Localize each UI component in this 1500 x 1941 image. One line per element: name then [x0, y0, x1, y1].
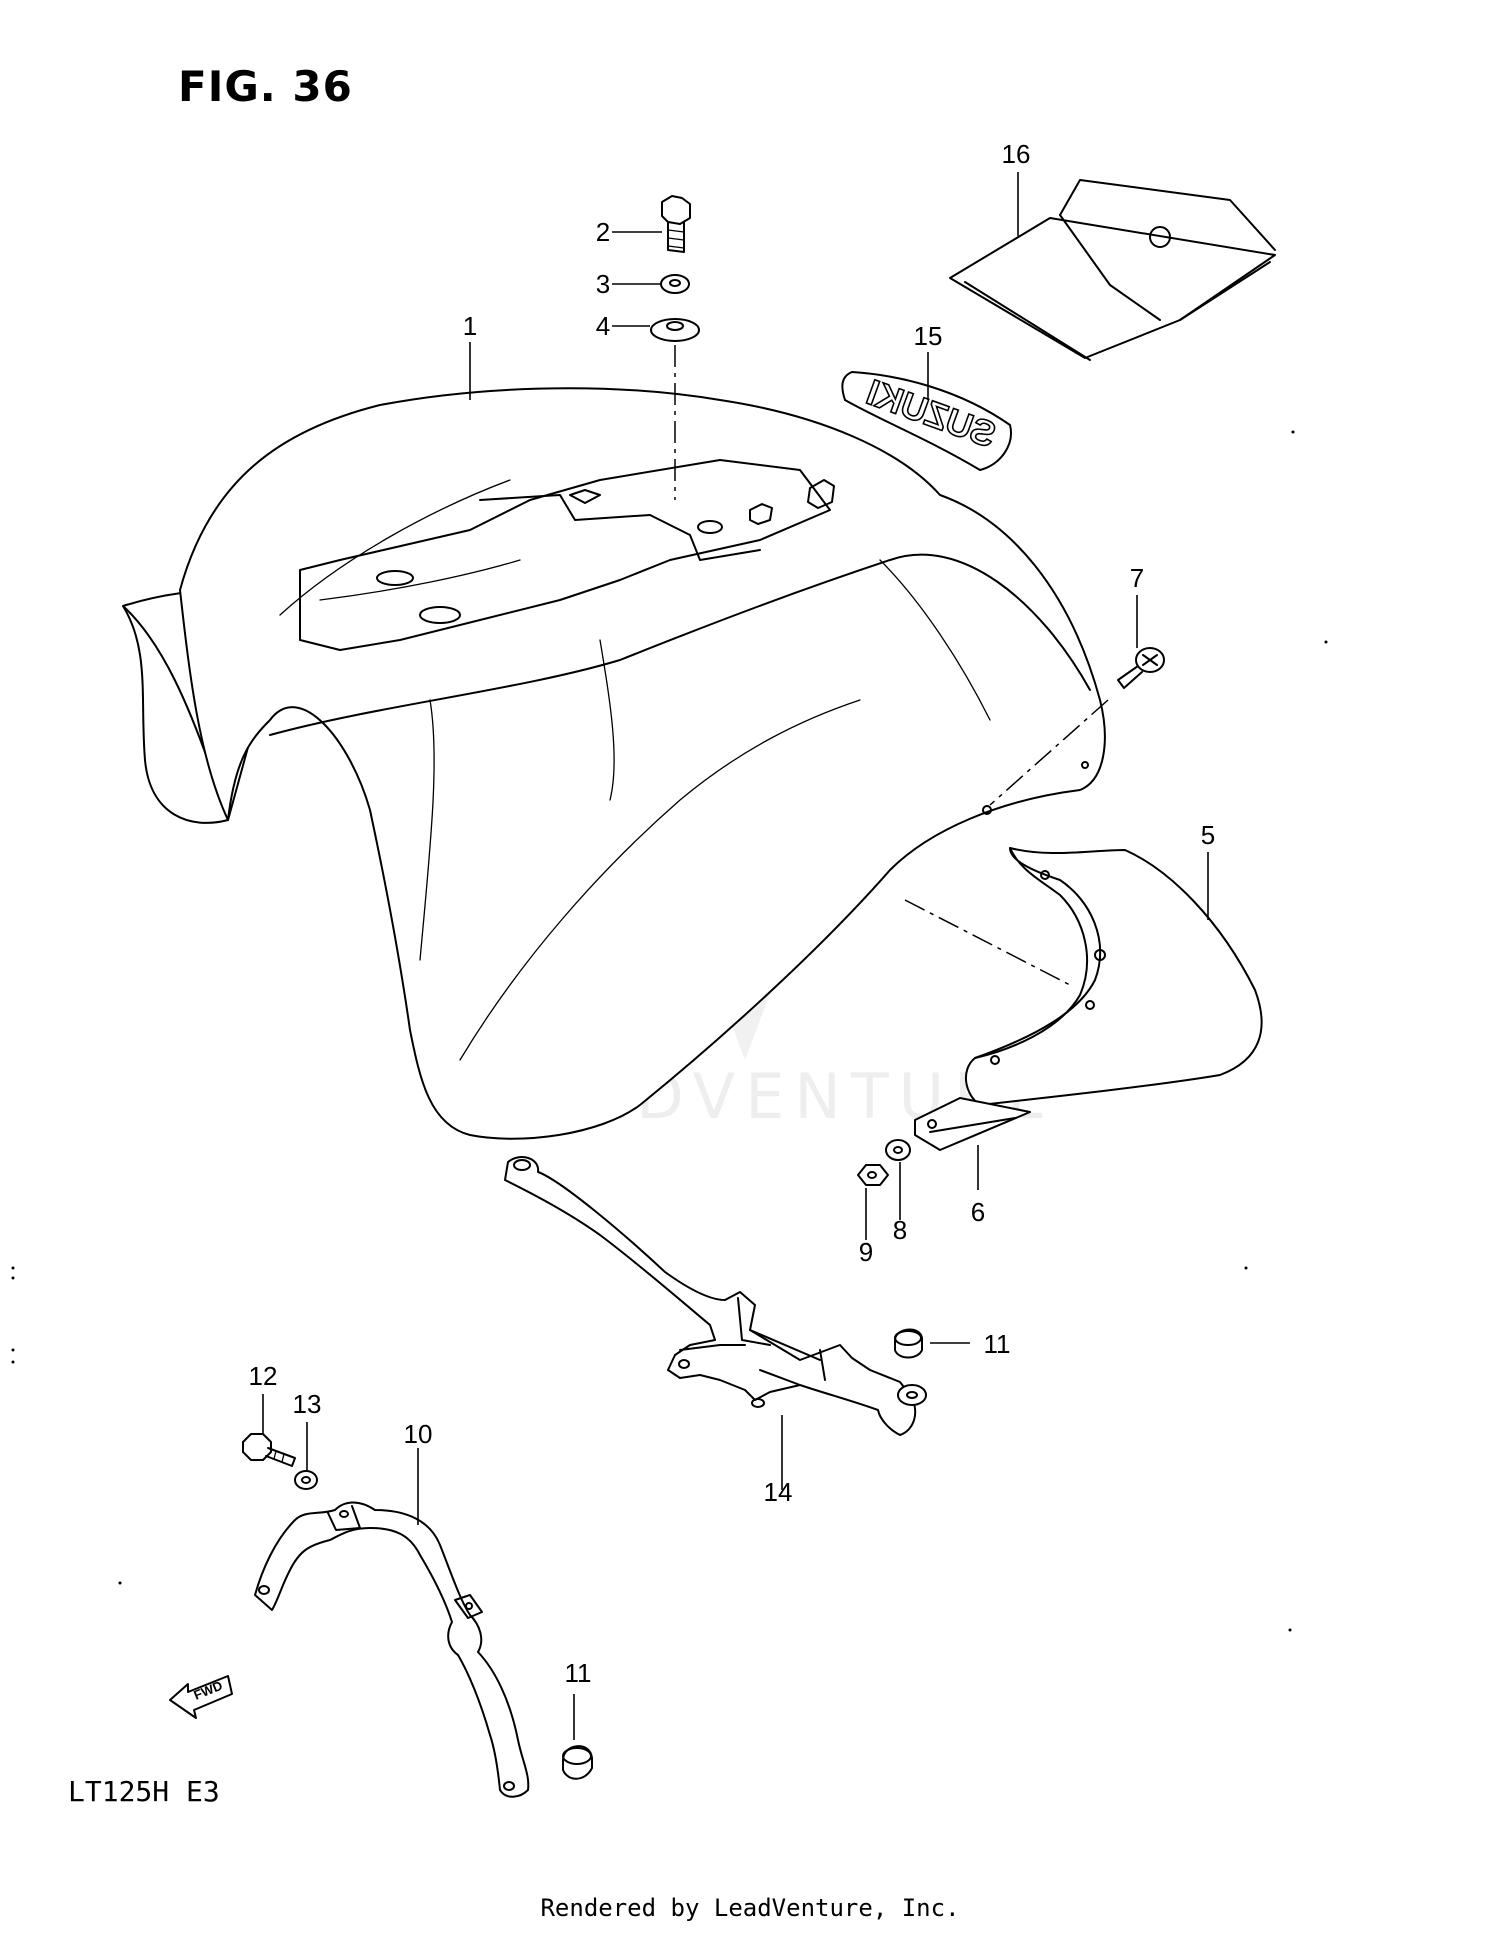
callout-12: 12 [248, 1361, 278, 1391]
part-4-damper [650, 318, 700, 342]
part-11-cap-lower [562, 1745, 593, 1780]
leader-lines [262, 172, 1209, 1740]
part-6-plate [914, 1097, 1031, 1151]
part-7-screw [1117, 647, 1165, 689]
callout-16: 16 [1001, 139, 1031, 169]
callout-10: 10 [403, 1419, 433, 1449]
callout-11-lower: 11 [564, 1658, 592, 1688]
model-code: LT125H E3 [68, 1775, 220, 1808]
part-8-washer [885, 1139, 911, 1161]
figure-title: FIG. 36 [178, 62, 353, 111]
part-14-bracket [504, 1156, 927, 1436]
callout-6: 6 [970, 1197, 986, 1227]
part-16-plate [949, 179, 1276, 361]
callout-9: 9 [858, 1237, 874, 1267]
callout-8: 8 [892, 1215, 908, 1245]
part-12-bolt [242, 1433, 296, 1467]
assembly-line-5 [904, 899, 1071, 986]
part-2-bolt [661, 195, 691, 253]
part-13-washer [294, 1470, 318, 1490]
part-9-nut [857, 1164, 889, 1186]
callout-13: 13 [292, 1389, 322, 1419]
part-5-mudflap [965, 847, 1263, 1106]
fwd-arrow-icon: FWD [169, 1675, 233, 1719]
callout-15: 15 [913, 321, 943, 351]
stray-marks [11, 430, 1328, 1632]
callout-7: 7 [1129, 563, 1145, 593]
part-3-washer [660, 274, 690, 294]
callout-5: 5 [1200, 820, 1216, 850]
rear-fender [122, 387, 1106, 1140]
part-10-stay [254, 1501, 530, 1798]
footer-credit: Rendered by LeadVenture, Inc. [540, 1894, 960, 1922]
callout-1: 1 [462, 311, 478, 341]
assembly-line-7 [989, 699, 1109, 806]
callout-3: 3 [595, 269, 611, 299]
callout-14: 14 [763, 1477, 793, 1507]
callout-2: 2 [595, 217, 611, 247]
callout-4: 4 [595, 311, 611, 341]
callout-11-upper: 11 [983, 1329, 1011, 1359]
part-11-cap-upper [894, 1328, 923, 1359]
